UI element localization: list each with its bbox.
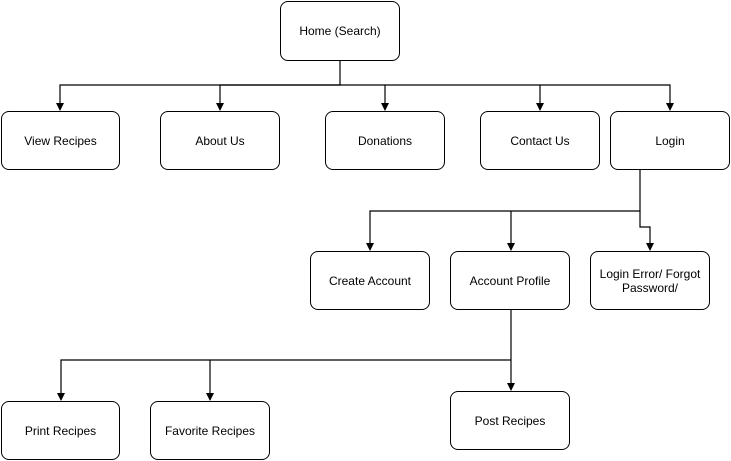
node-label: Contact Us [510,133,570,148]
node-contact-us: Contact Us [480,111,600,170]
node-label: Account Profile [469,273,551,288]
node-label: Donations [357,133,413,148]
connector-home-contact-us [385,84,544,111]
node-label: About Us [195,133,245,148]
connector-login-create-account [366,170,641,251]
node-label: Post Recipes [474,413,546,428]
node-favorite-recipes: Favorite Recipes [150,401,270,460]
connector-profile-print-recipes [57,359,511,401]
node-label: Create Account [328,273,412,288]
connector-home-view-recipes [56,61,341,111]
connector-home-about-us [216,84,340,111]
connector-home-donations [340,84,389,111]
node-label: Login Error/ Forgot Password/ [599,266,701,295]
node-login-error-forgot-password: Login Error/ Forgot Password/ [590,251,710,310]
node-login: Login [610,111,730,170]
node-label: Favorite Recipes [164,423,256,438]
node-label: Home (Search) [299,24,381,38]
node-account-profile: Account Profile [450,251,570,310]
node-label: Print Recipes [24,423,97,438]
node-donations: Donations [325,111,445,170]
node-home-search: Home (Search) [280,1,400,61]
node-post-recipes: Post Recipes [450,391,570,450]
node-label: Login [655,133,685,148]
connector-login-error [639,211,654,251]
node-print-recipes: Print Recipes [1,401,120,460]
node-create-account: Create Account [310,251,430,310]
node-about-us: About Us [160,111,280,170]
connector-home-login [540,84,674,111]
node-label: View Recipes [24,133,97,148]
node-view-recipes: View Recipes [1,111,120,170]
